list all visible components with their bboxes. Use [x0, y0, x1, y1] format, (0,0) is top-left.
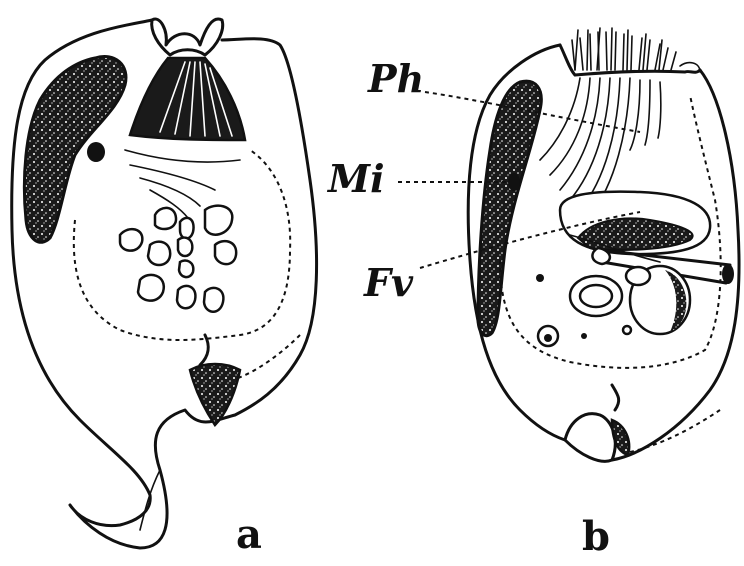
label-ph: Ph: [367, 56, 424, 101]
panel-b: [398, 28, 739, 461]
caption-b: b: [582, 513, 610, 560]
label-mi: Mi: [326, 156, 385, 201]
micronucleus-a: [87, 142, 105, 162]
food-vacuoles-a: [120, 206, 236, 312]
micronucleus-b: [508, 173, 520, 191]
label-fv: Fv: [363, 260, 414, 305]
macronucleus-b: [478, 81, 541, 336]
caption-a: a: [236, 511, 262, 558]
food-vacuoles-b: [536, 266, 690, 346]
panel-a: [12, 19, 317, 548]
macronucleus-a: [24, 57, 126, 243]
membranelles-b: [572, 28, 676, 70]
cytostome-a: [152, 19, 223, 55]
